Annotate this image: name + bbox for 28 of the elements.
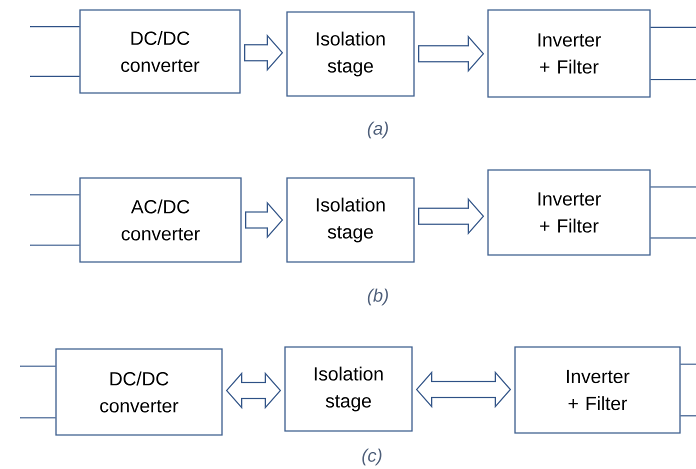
process-box: DC/DC converter — [55, 348, 223, 436]
wire-line — [680, 415, 696, 416]
caption-label: (b) — [368, 288, 388, 306]
wire-line — [30, 244, 80, 246]
wire-line — [650, 237, 696, 239]
wire-line — [30, 26, 80, 28]
block-arrow — [244, 34, 284, 72]
process-box: Isolation stage — [284, 346, 413, 432]
process-box: Inverter + Filter — [514, 346, 681, 434]
process-box: AC/DC converter — [79, 177, 242, 263]
caption-label: (a) — [368, 122, 388, 138]
block-arrow — [245, 201, 284, 239]
process-box: Inverter + Filter — [487, 169, 651, 256]
block-arrow — [418, 35, 484, 72]
wire-line — [680, 364, 696, 365]
caption-label: (c) — [362, 448, 382, 466]
process-box: Isolation stage — [286, 11, 415, 97]
wire-line — [30, 76, 80, 77]
process-box: Inverter + Filter — [487, 9, 651, 98]
block-arrow — [418, 198, 484, 235]
wire-line — [650, 26, 696, 28]
wire-line — [20, 417, 56, 418]
wire-line — [30, 194, 80, 196]
wire-line — [650, 186, 696, 188]
wire-line — [20, 366, 56, 367]
process-box: DC/DC converter — [79, 9, 241, 94]
process-box: Isolation stage — [286, 177, 415, 263]
wire-line — [650, 79, 696, 80]
